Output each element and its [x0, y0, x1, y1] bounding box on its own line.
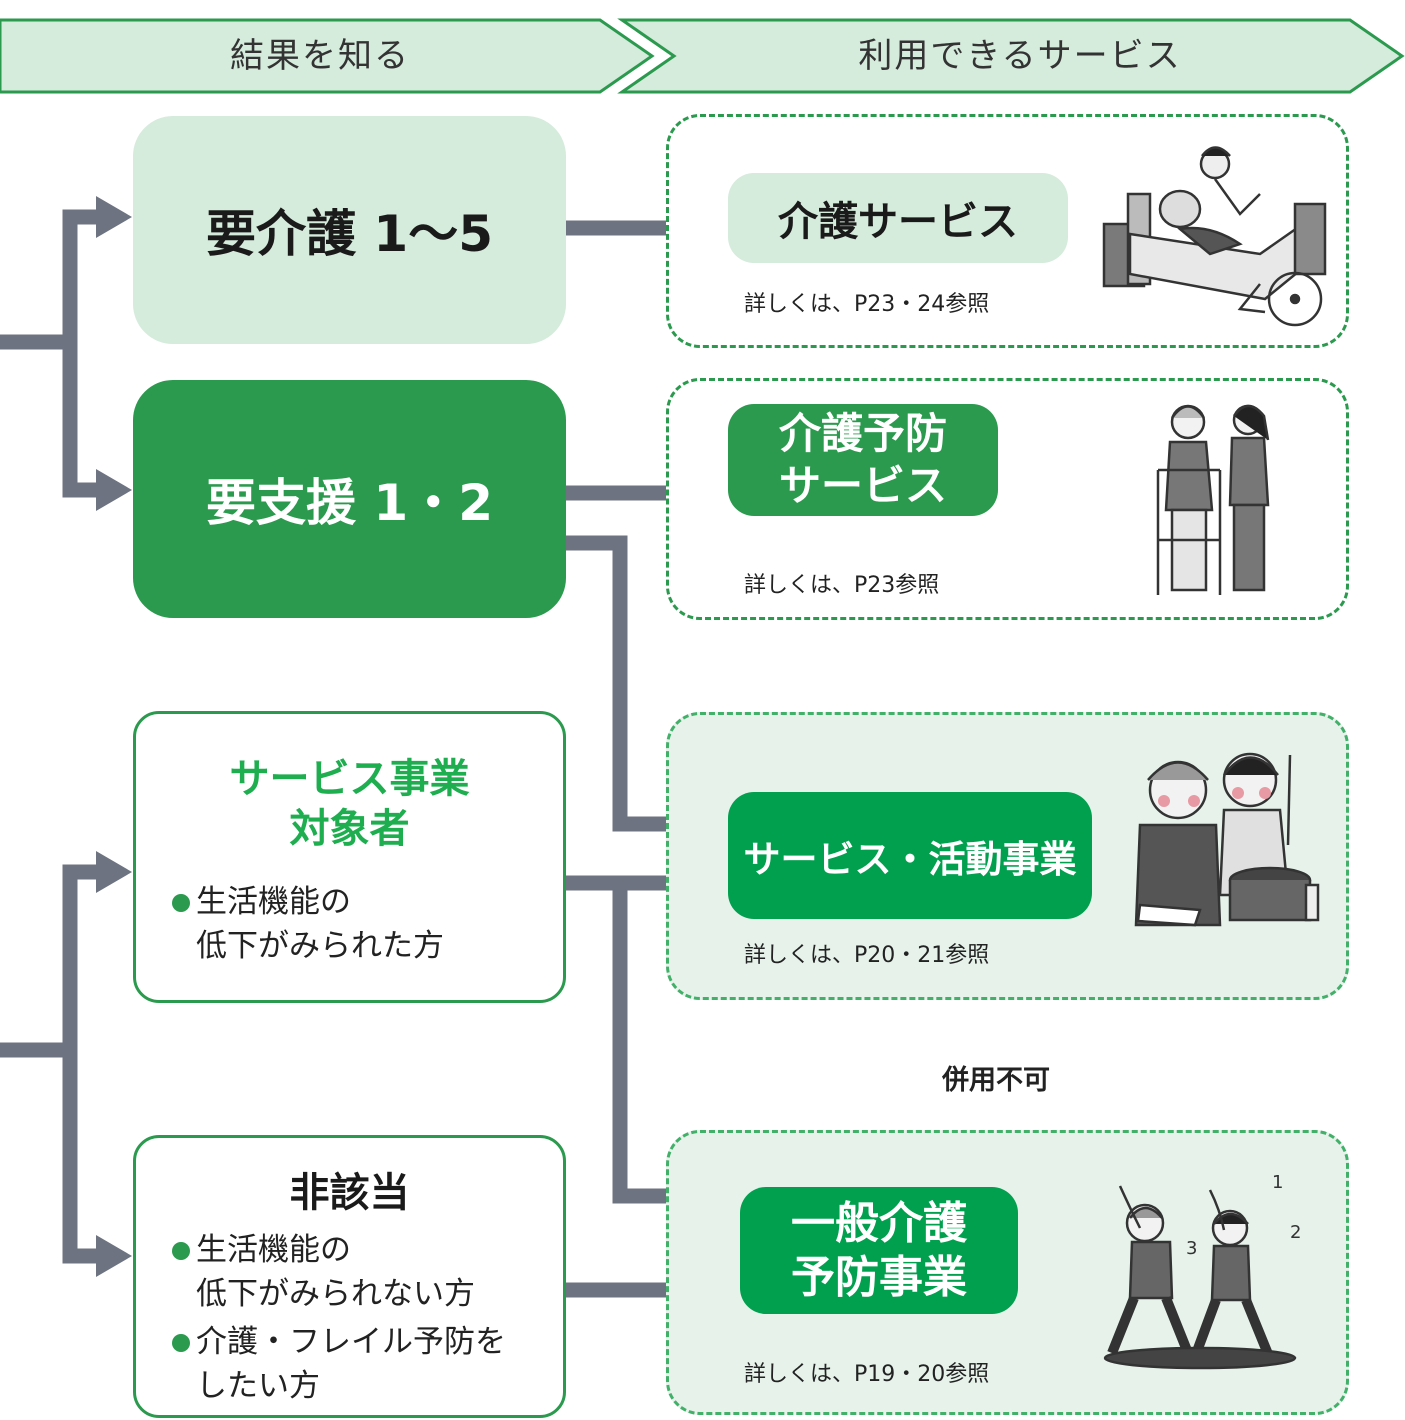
service-prevention-label-line2: サービス: [778, 461, 947, 510]
arrow-head: [96, 196, 132, 238]
walker-support-illustration: [1156, 404, 1270, 595]
service-target-title-line1: サービス事業: [229, 756, 470, 802]
caregiver-bed-illustration: [1102, 146, 1327, 327]
header-chevron-right: [617, 18, 1405, 94]
svg-text:3: 3: [1186, 1238, 1197, 1259]
not-applicable-bullets: 生活機能の 低下がみられない方 介護・フレイル予防を したい方: [136, 1228, 563, 1408]
header-chevrons: [0, 18, 1405, 94]
header-left-label: 結果を知る: [230, 36, 410, 76]
service-general-prevention: 一般介護 予防事業: [740, 1187, 1018, 1314]
svg-text:1: 1: [1272, 1172, 1283, 1193]
service-activity-ref: 詳しくは、P20・21参照: [744, 943, 990, 968]
note-no-combination: 併用不可: [942, 1065, 1050, 1096]
exercise-illustration: 1 2 3: [1103, 1172, 1301, 1370]
bullet-dot-icon: [172, 1334, 190, 1352]
result-support-level: 要支援 1・2: [133, 380, 566, 618]
arrow-head: [96, 851, 132, 893]
service-prevention-ref: 詳しくは、P23参照: [744, 573, 940, 598]
service-prevention-label-line1: 介護予防: [778, 409, 947, 458]
arrow-head: [96, 469, 132, 511]
bullet-dot-icon: [172, 1242, 190, 1260]
service-activity: サービス・活動事業: [728, 792, 1092, 919]
service-prevention: 介護予防 サービス: [728, 404, 998, 516]
list-item: 生活機能の 低下がみられない方: [172, 1228, 563, 1316]
service-care-label: 介護サービス: [778, 199, 1018, 245]
service-care-ref: 詳しくは、P23・24参照: [744, 292, 990, 317]
list-item: 介護・フレイル予防を したい方: [172, 1320, 563, 1408]
svg-text:2: 2: [1290, 1222, 1301, 1243]
service-target-title-line2: 対象者: [289, 806, 410, 852]
result-care-level-label: 要介護 1～5: [206, 205, 493, 263]
service-general-prevention-label-line1: 一般介護: [791, 1197, 967, 1249]
result-not-applicable: 非該当 生活機能の 低下がみられない方 介護・フレイル予防を したい方: [133, 1135, 566, 1418]
bullet-dot-icon: [172, 894, 190, 912]
service-target-bullets: 生活機能の 低下がみられた方: [136, 880, 563, 968]
list-item: 生活機能の 低下がみられた方: [172, 880, 563, 968]
arrow-head: [96, 1235, 132, 1277]
service-activity-label: サービス・活動事業: [743, 837, 1077, 881]
service-general-prevention-ref: 詳しくは、P19・20参照: [744, 1362, 990, 1387]
result-care-level: 要介護 1～5: [133, 116, 566, 344]
not-applicable-title: 非該当: [289, 1170, 410, 1216]
service-care: 介護サービス: [728, 173, 1068, 263]
result-service-target: サービス事業 対象者 生活機能の 低下がみられた方: [133, 711, 566, 1003]
service-general-prevention-label-line2: 予防事業: [791, 1251, 967, 1303]
header-right-label: 利用できるサービス: [858, 36, 1182, 76]
result-support-level-label: 要支援 1・2: [206, 474, 493, 532]
cooking-illustration: [1134, 752, 1320, 927]
header-chevron-left: [0, 18, 655, 94]
